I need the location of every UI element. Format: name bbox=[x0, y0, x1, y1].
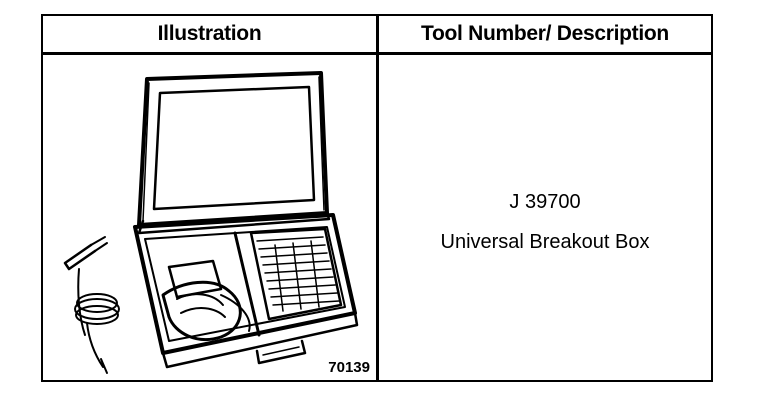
figure-number: 70139 bbox=[328, 359, 370, 376]
column-divider bbox=[376, 16, 379, 380]
tool-description: Universal Breakout Box bbox=[440, 230, 650, 253]
description-cell: J 39700 Universal Breakout Box bbox=[379, 55, 711, 380]
tool-table: Illustration Tool Number/ Description bbox=[41, 14, 713, 382]
illustration-cell: 70139 bbox=[43, 55, 376, 380]
tool-number: J 39700 bbox=[509, 190, 581, 213]
breakout-box-case-icon bbox=[63, 71, 359, 374]
header-tool-description: Tool Number/ Description bbox=[421, 22, 669, 45]
header-divider bbox=[43, 52, 711, 55]
header-illustration: Illustration bbox=[157, 22, 262, 45]
